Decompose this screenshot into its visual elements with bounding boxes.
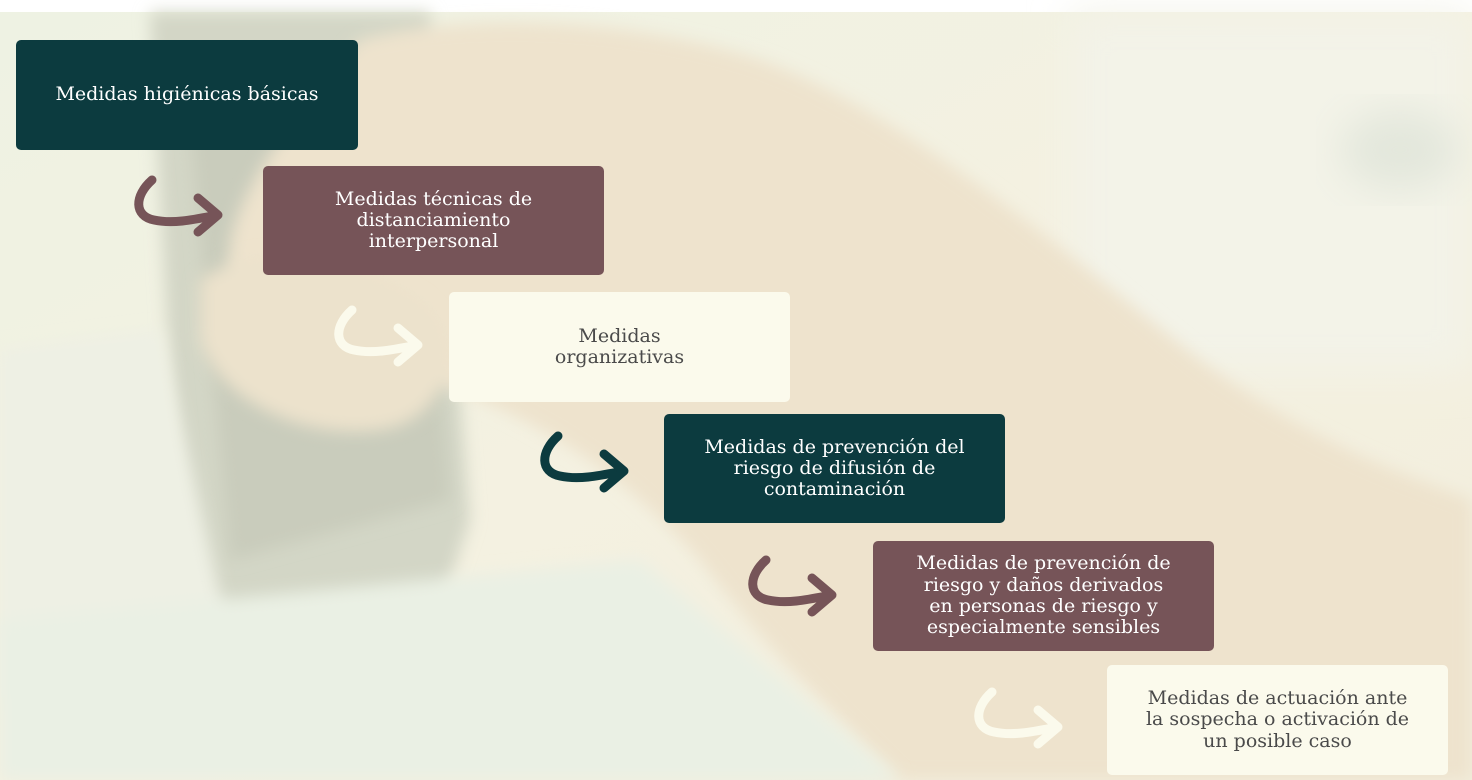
curved-arrow-icon xyxy=(974,687,1063,749)
curved-arrow-icon xyxy=(748,555,837,617)
curved-arrow-icon xyxy=(540,431,629,493)
curved-arrow-icon xyxy=(134,175,223,237)
curved-arrow-icon xyxy=(334,305,423,367)
step-hygiene-measures: Medidas higiénicas básicas xyxy=(16,40,358,150)
step-label: Medidas higiénicas básicas xyxy=(55,83,319,106)
